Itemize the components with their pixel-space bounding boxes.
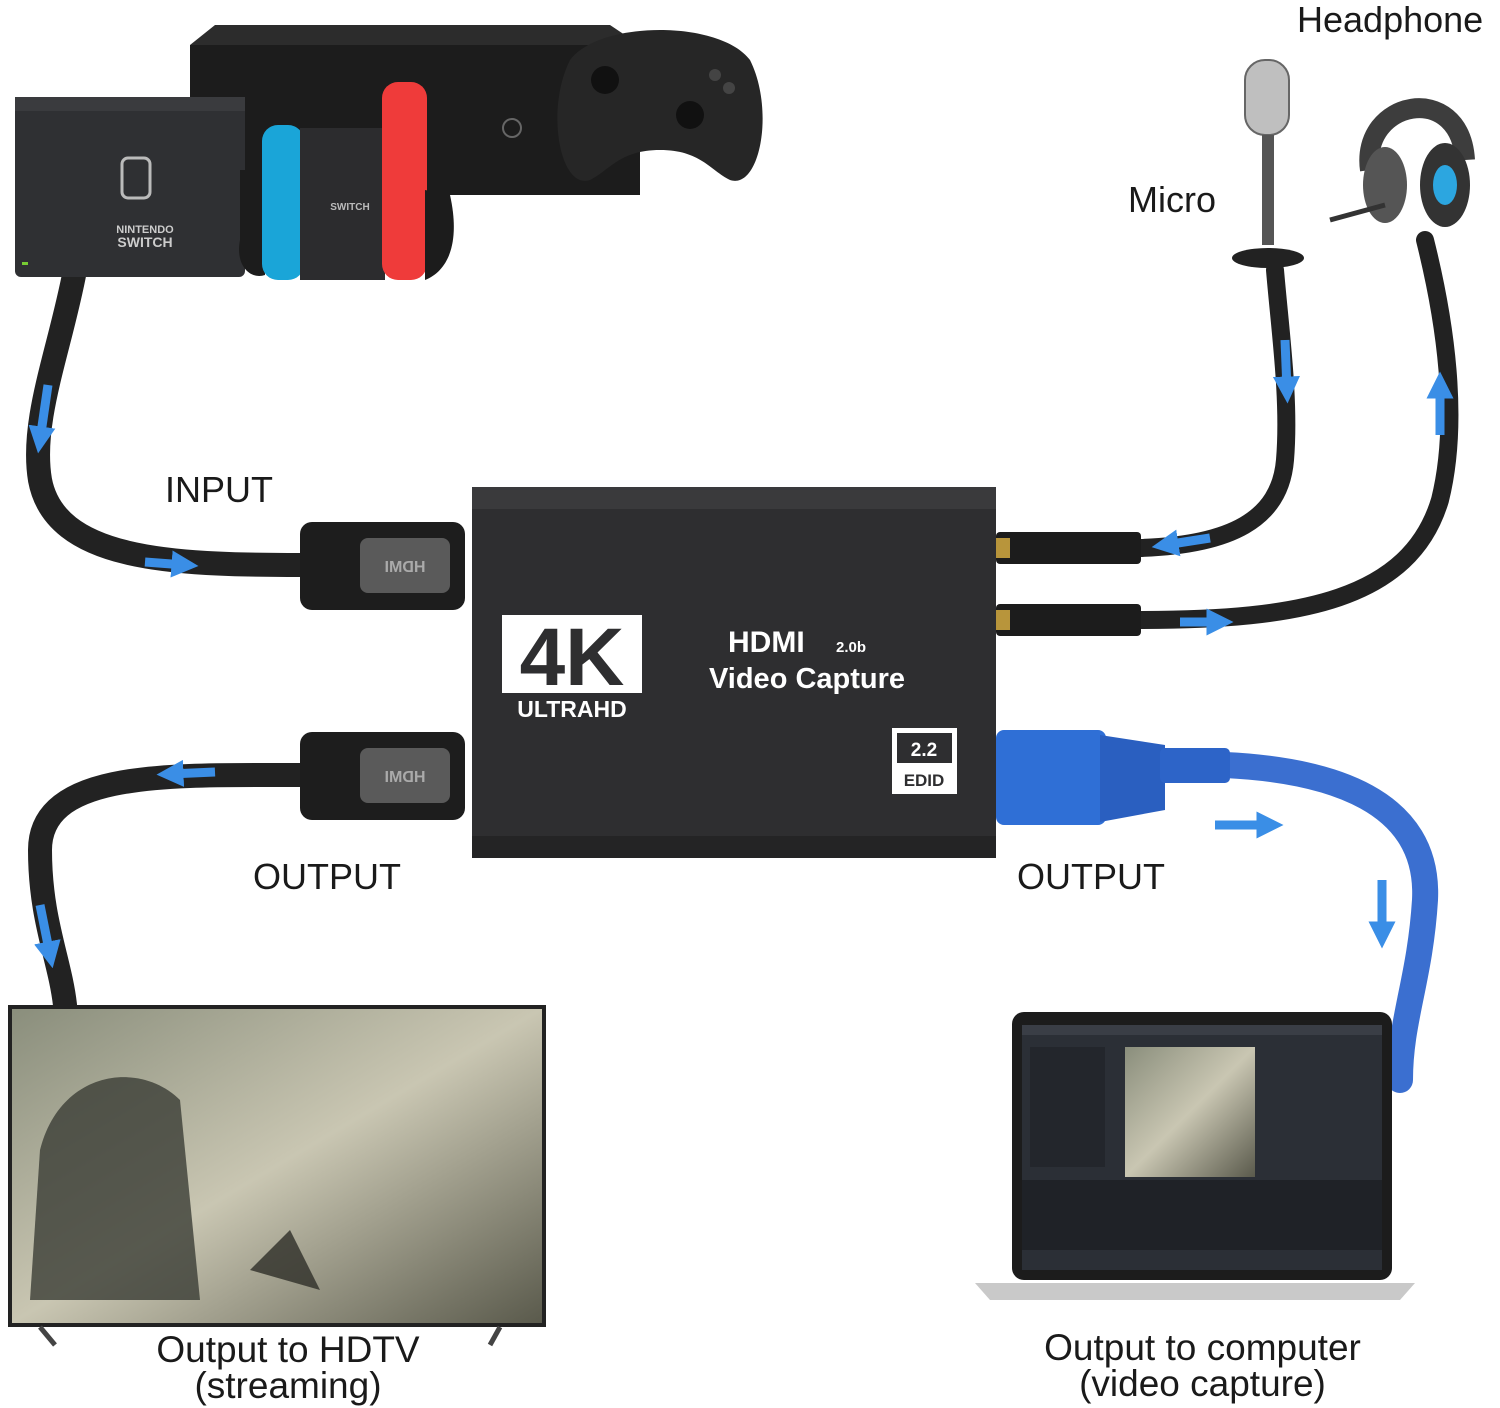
switch-joycon-grip: SWITCH xyxy=(239,82,454,280)
hdtv xyxy=(8,1005,546,1347)
input-hdmi-cable xyxy=(26,258,312,577)
audio-jacks xyxy=(996,532,1141,636)
arrow-down-icon xyxy=(28,384,56,454)
usb3-connector xyxy=(996,730,1230,825)
arrow-right-icon xyxy=(144,550,199,578)
hdmi-output-connector: HDMI xyxy=(300,732,465,820)
headset xyxy=(1329,98,1475,227)
computer-caption-line1: Output to computer xyxy=(1044,1327,1361,1368)
headphone-label: Headphone xyxy=(1297,0,1484,40)
usb-cable xyxy=(1212,752,1439,1093)
video-capture-device: 4K ULTRAHD HDMI 2.0b Video Capture 2.2 E… xyxy=(472,487,996,858)
usb-output-label: OUTPUT xyxy=(1017,856,1165,897)
xbox-controller xyxy=(557,30,763,181)
hdmi-connector-text: HDMI xyxy=(385,559,426,576)
nintendo-switch-dock: NINTENDO SWITCH xyxy=(15,97,245,277)
input-label: INPUT xyxy=(165,469,273,510)
badge-ultrahd: ULTRAHD xyxy=(517,696,626,722)
hdmi-version: 2.0b xyxy=(836,639,866,656)
arrow-left-icon xyxy=(1151,529,1211,557)
edid-version: 2.2 xyxy=(911,740,937,761)
switch-brand-text: SWITCH xyxy=(117,234,172,250)
device-name: Video Capture xyxy=(709,663,905,695)
hdmi-label: HDMI xyxy=(728,626,805,659)
micro-label: Micro xyxy=(1128,179,1216,220)
switch-brand-text: SWITCH xyxy=(330,202,369,213)
mic-cable xyxy=(1131,261,1296,557)
signal-arrows xyxy=(28,339,1454,969)
hdmi-connector-text: HDMI xyxy=(385,769,426,786)
hdtv-caption: Output to HDTV (streaming) xyxy=(88,1329,488,1406)
switch-brand-text: NINTENDO xyxy=(116,224,174,236)
arrow-down-icon xyxy=(1272,339,1300,404)
arrow-down-icon xyxy=(34,904,61,969)
edid-label: EDID xyxy=(904,771,945,790)
badge-4k: 4K xyxy=(520,612,625,703)
laptop xyxy=(975,1012,1415,1300)
hdmi-input-connector: HDMI xyxy=(300,522,465,610)
microphone xyxy=(1232,59,1304,268)
hdtv-caption-line1: Output to HDTV xyxy=(156,1329,420,1370)
computer-caption-line2: (video capture) xyxy=(1079,1363,1326,1404)
computer-caption: Output to computer (video capture) xyxy=(1000,1327,1405,1404)
headphone-cable xyxy=(1131,231,1459,629)
hdtv-caption-line2: (streaming) xyxy=(194,1365,382,1406)
hdmi-output-label: OUTPUT xyxy=(253,856,401,897)
arrow-left-icon xyxy=(156,759,216,787)
